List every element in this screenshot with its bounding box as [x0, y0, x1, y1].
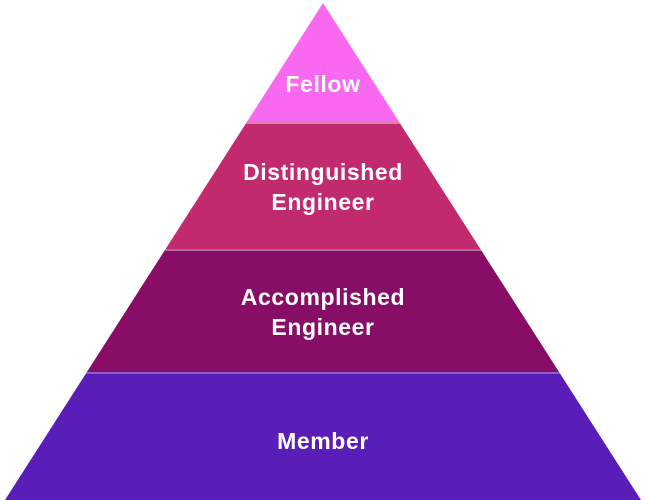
tier-accomplished-engineer-label: Accomplished Engineer — [240, 283, 406, 340]
tier-member-label: Member — [277, 428, 369, 454]
tier-distinguished-engineer-label: Distinguished Engineer — [243, 158, 403, 215]
tier-fellow: Fellow — [4, 3, 641, 121]
tier-member: Member — [4, 372, 641, 500]
tier-distinguished-engineer: Distinguished Engineer — [4, 121, 641, 249]
tier-accomplished-engineer: Accomplished Engineer — [4, 249, 641, 372]
tier-fellow-label: Fellow — [285, 71, 361, 97]
